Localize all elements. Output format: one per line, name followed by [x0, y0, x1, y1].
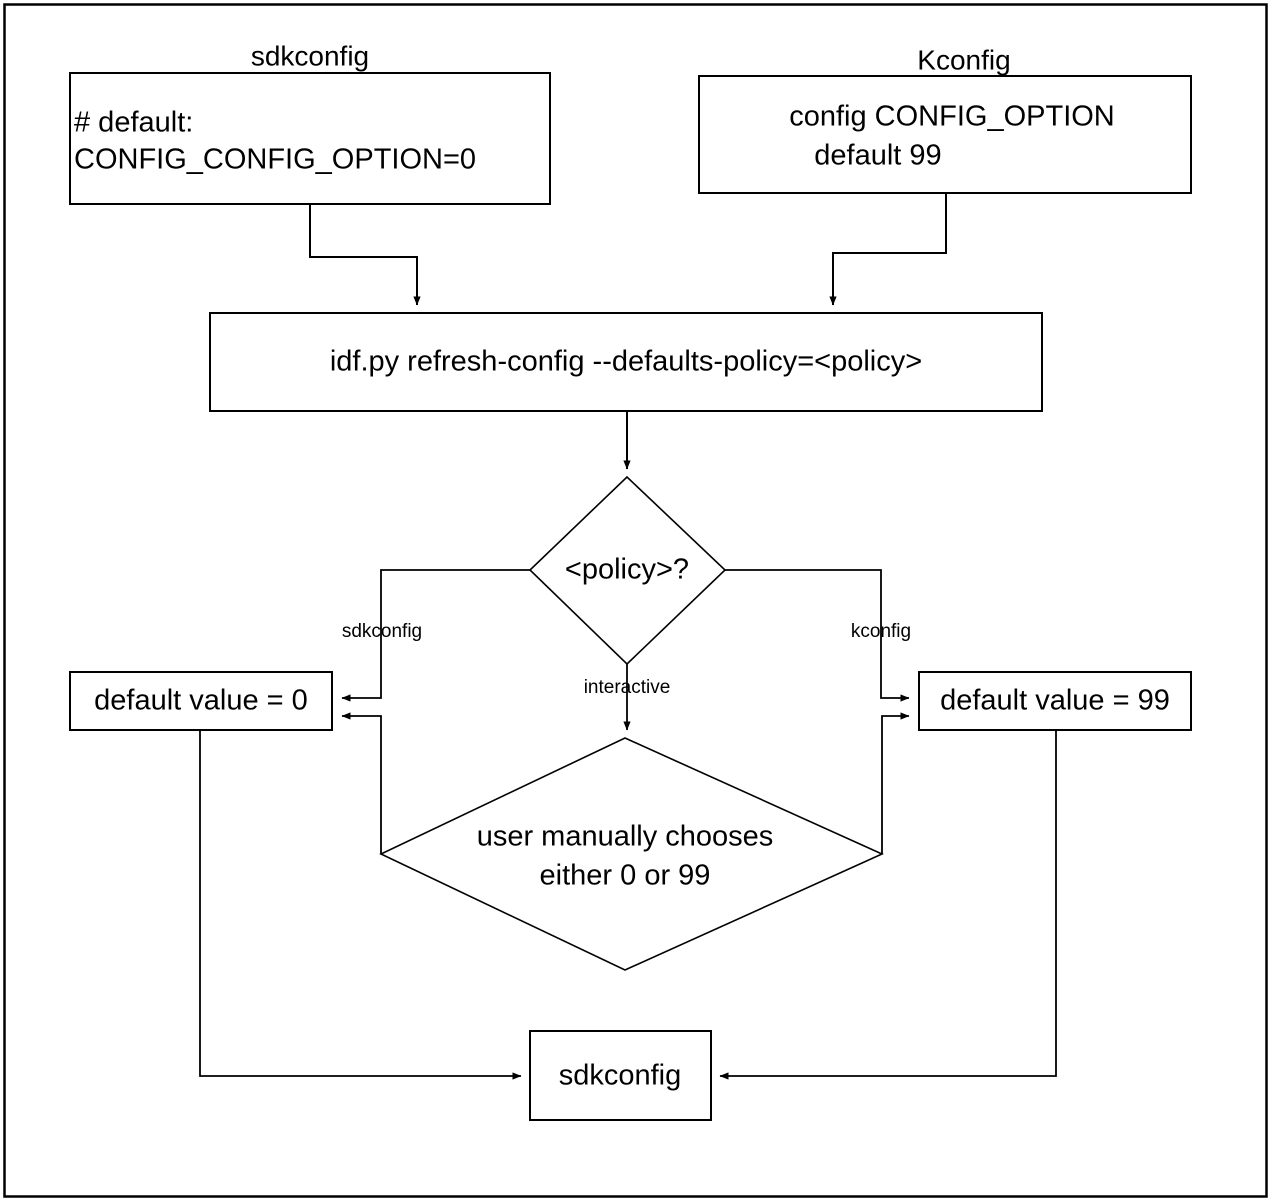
- edge-default-ninetynine-to-output: [719, 730, 1057, 1080]
- kconfig-file-line1: config CONFIG_OPTION: [789, 101, 1115, 133]
- edge-label-sdkconfig: sdkconfig: [342, 621, 422, 642]
- default-ninetynine-label: default value = 99: [940, 685, 1170, 717]
- command-label: idf.py refresh-config --defaults-policy=…: [330, 346, 922, 378]
- edge-sdkconfig-to-command: [309, 204, 421, 306]
- sdkconfig-caption: sdkconfig: [251, 40, 369, 71]
- edge-label-kconfig: kconfig: [851, 621, 911, 642]
- edge-manual-choice-to-default-zero: [341, 712, 382, 854]
- node-sdkconfig-file[interactable]: [69, 72, 551, 205]
- policy-decision-label: <policy>?: [565, 554, 689, 586]
- edge-policy-kconfig-to-default-ninetynine: [725, 569, 910, 702]
- node-command[interactable]: [209, 312, 1043, 412]
- edge-manual-choice-to-default-ninetynine: [881, 712, 910, 854]
- default-zero-label: default value = 0: [94, 685, 308, 717]
- node-output-sdkconfig[interactable]: [529, 1030, 712, 1121]
- kconfig-file-line2: default 99: [814, 140, 941, 172]
- node-default-zero[interactable]: [69, 671, 333, 731]
- manual-choice-line1: user manually chooses: [477, 821, 774, 853]
- sdkconfig-file-line2: CONFIG_CONFIG_OPTION=0: [74, 144, 476, 176]
- edge-label-interactive: interactive: [584, 677, 671, 698]
- node-manual-choice[interactable]: [379, 737, 884, 971]
- output-sdkconfig-label: sdkconfig: [559, 1060, 682, 1092]
- manual-choice-line2: either 0 or 99: [540, 860, 711, 892]
- sdkconfig-file-line1: # default:: [74, 107, 193, 139]
- edge-default-zero-to-output: [199, 730, 522, 1080]
- node-default-ninetynine[interactable]: [918, 671, 1192, 731]
- node-kconfig-file[interactable]: [698, 75, 1192, 194]
- kconfig-caption: Kconfig: [917, 44, 1010, 75]
- edge-kconfig-to-command: [829, 193, 947, 306]
- diagram-border: [3, 3, 1268, 1198]
- edge-policy-sdkconfig-to-default-zero: [341, 569, 530, 702]
